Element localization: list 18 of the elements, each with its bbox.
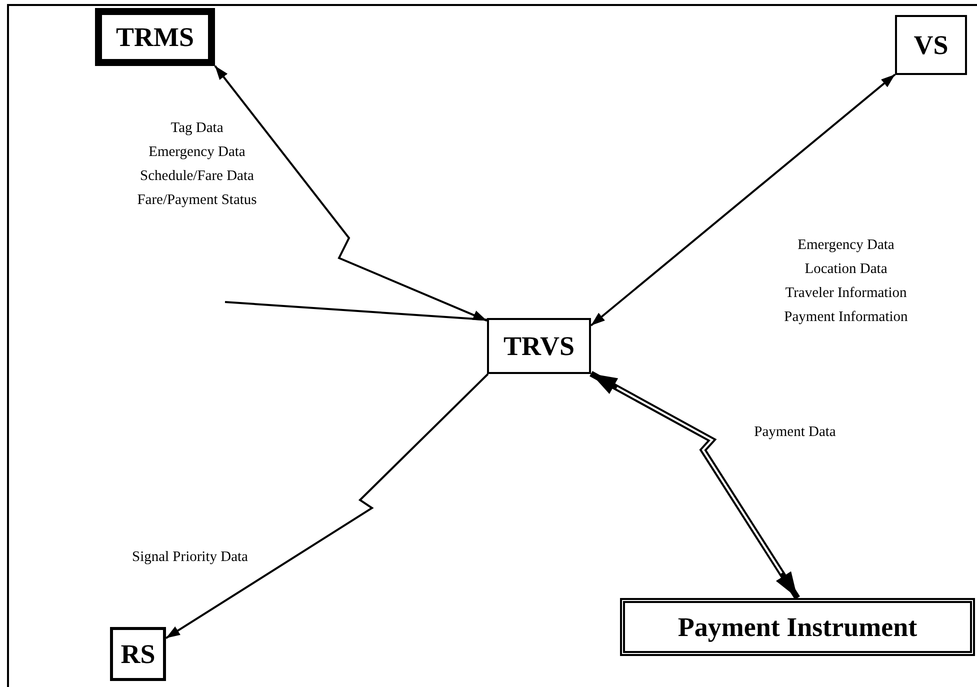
arrow [214, 65, 488, 322]
box-label: TRVS [503, 330, 575, 362]
arrow [590, 74, 896, 326]
system-box [95, 8, 215, 66]
box-label: RS [120, 638, 156, 670]
box-label: Payment Instrument [678, 612, 918, 642]
box-label: TRMS [116, 22, 194, 52]
box-label: VS [914, 30, 948, 60]
edge-label: Tag Data Emergency Data Schedule/Fare Data Fare/Payment Status [137, 119, 257, 210]
edge-label: Emergency Data Location Data Traveler Information Payment Information [784, 236, 908, 327]
system-box [620, 598, 975, 656]
system-box [487, 318, 591, 374]
edge-label: Payment Data [754, 423, 836, 442]
system-box [895, 15, 967, 75]
edge-label: Signal Priority Data [132, 548, 248, 567]
arrow [590, 371, 800, 600]
arrow [165, 373, 489, 639]
system-box [110, 627, 166, 681]
